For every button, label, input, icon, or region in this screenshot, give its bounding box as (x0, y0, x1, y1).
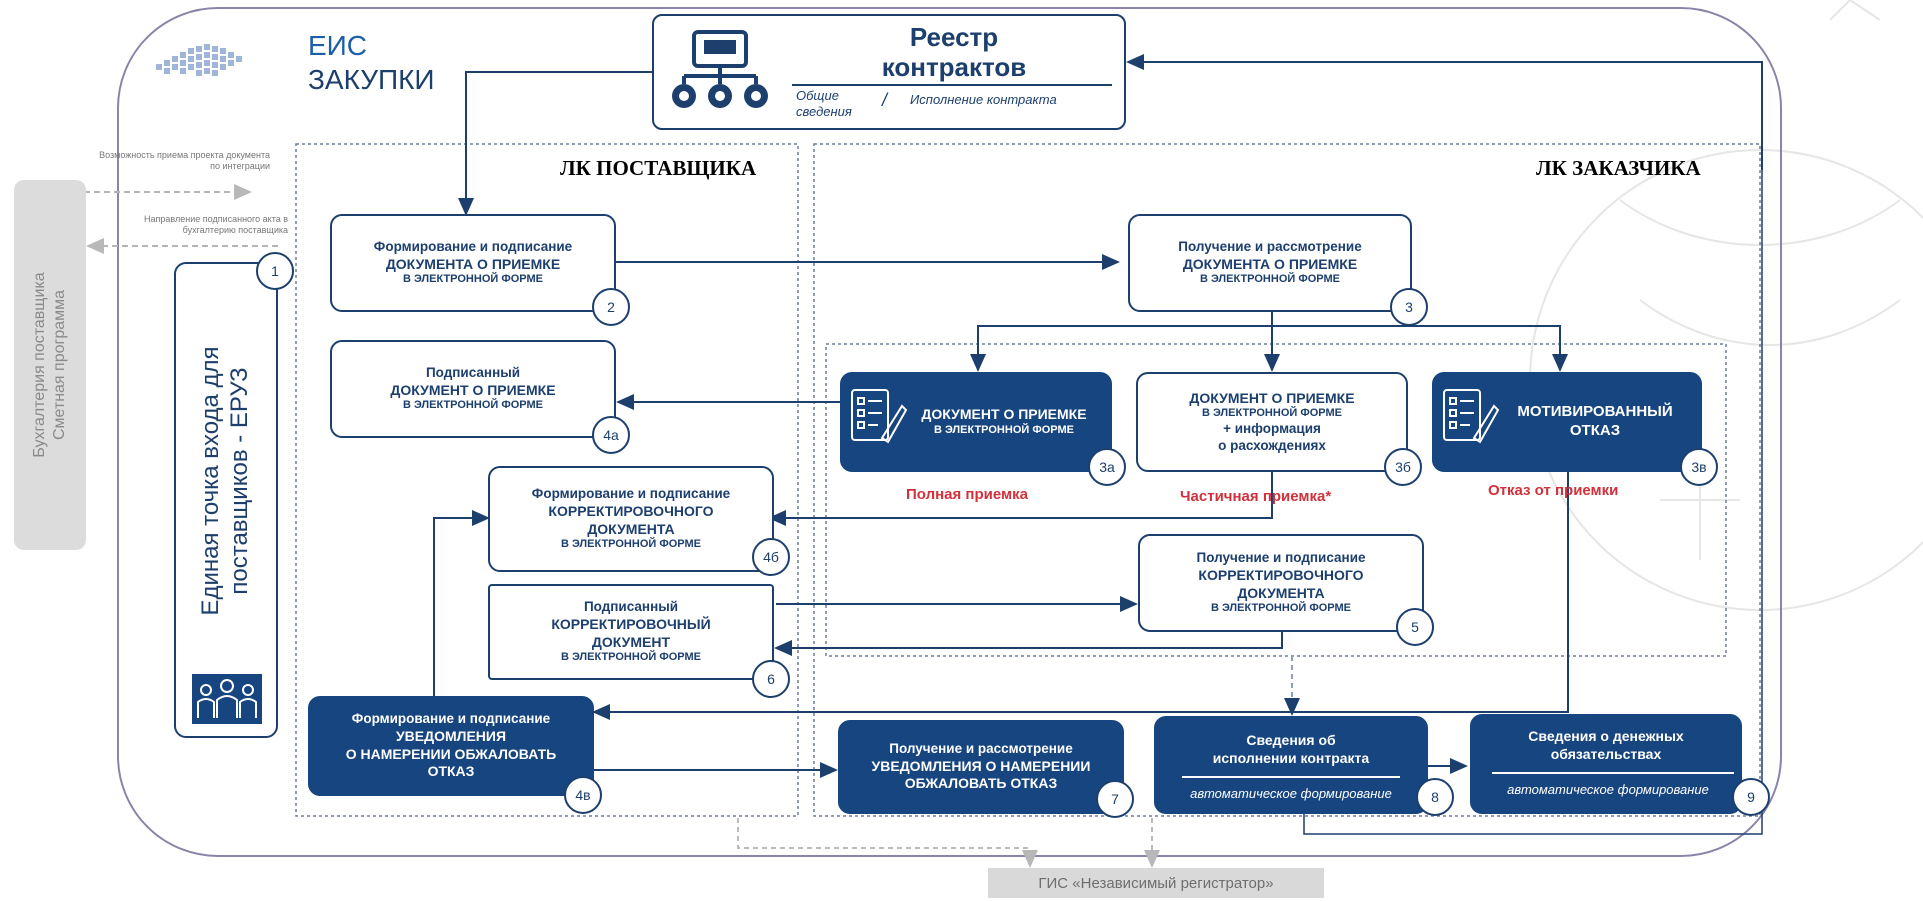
gis-label: ГИС «Независимый регистратор» (1038, 874, 1274, 892)
step-badge-3b: 3б (1384, 448, 1422, 486)
registry-icon (672, 30, 768, 108)
b3v-line2: ОТКАЗ (1569, 422, 1621, 439)
b7-line3: ОБЖАЛОВАТЬ ОТКАЗ (904, 775, 1058, 792)
b8-divider (1182, 776, 1400, 778)
b6-line4: В ЭЛЕКТРОННОЙ ФОРМЕ (561, 651, 701, 664)
sending-note: Направление подписанного акта в бухгалте… (144, 214, 288, 235)
b4v-line1: Формирование и подписание (351, 711, 551, 727)
registry-divider (792, 84, 1112, 86)
b7-line2: УВЕДОМЛЕНИЯ О НАМЕРЕНИИ (871, 757, 1091, 774)
step-8-contract-execution-info: Сведения об исполнении контракта автомат… (1154, 716, 1428, 814)
step-badge-4a: 4а (592, 416, 630, 454)
single-entry-point-label: Единая точка входа для поставщиков - ЕРУ… (197, 346, 253, 616)
b5-line1: Получение и подписание (1196, 550, 1366, 566)
customer-area-title: ЛК ЗАКАЗЧИКА (1536, 156, 1701, 180)
b3a-line2: В ЭЛЕКТРОННОЙ ФОРМЕ (934, 423, 1074, 436)
b3b-line2: В ЭЛЕКТРОННОЙ ФОРМЕ (1202, 407, 1342, 419)
gis-independent-registrar: ГИС «Независимый регистратор» (988, 868, 1324, 898)
b3-line2: ДОКУМЕНТА О ПРИЕМКЕ (1182, 255, 1358, 272)
b3b-line3: + информация (1223, 420, 1321, 436)
b3-line3: В ЭЛЕКТРОННОЙ ФОРМЕ (1200, 273, 1340, 286)
contract-registry-box: Реестр контрактов Общие сведения / Испол… (652, 14, 1126, 130)
b4a-line2: ДОКУМЕНТ О ПРИЕМКЕ (390, 381, 556, 398)
b4v-line2: УВЕДОМЛЕНИЯ (395, 728, 507, 745)
outcome-partial-acceptance: Частичная приемка* (1180, 488, 1332, 505)
supplier-accounting-panel: Бухгалтерия поставщика Сметная программа (14, 180, 86, 550)
refusal-checklist-icon (1443, 389, 1500, 444)
b4a-line3: В ЭЛЕКТРОННОЙ ФОРМЕ (403, 399, 543, 412)
outcome-full-acceptance: Полная приемка (906, 486, 1028, 503)
logo-line-2: ЗАКУПКИ (308, 64, 435, 95)
step-badge-8: 8 (1416, 778, 1454, 816)
b5-line2: КОРРЕКТИРОВОЧНОГО (1198, 567, 1364, 584)
b2-line1: Формирование и подписание (373, 238, 573, 254)
step-badge-4b: 4б (752, 538, 790, 576)
b3-line1: Получение и рассмотрение (1178, 238, 1362, 254)
b6-line1: Подписанный (583, 599, 679, 615)
step-5-receive-correction-document: Получение и подписание КОРРЕКТИРОВОЧНОГО… (1138, 534, 1424, 632)
step-2-form-acceptance-document: Формирование и подписание ДОКУМЕНТА О ПР… (330, 214, 616, 312)
registry-title-line-2: контрактов (881, 52, 1027, 82)
b2-line2: ДОКУМЕНТА О ПРИЕМКЕ (385, 255, 561, 272)
b5-line3: ДОКУМЕНТА (1237, 584, 1325, 601)
document-checklist-icon (851, 389, 908, 444)
b9-title: Сведения о денежных обязательствах (1528, 728, 1684, 762)
step-badge-6: 6 (752, 660, 790, 698)
b2-line3: В ЭЛЕКТРОННОЙ ФОРМЕ (403, 273, 543, 286)
step-badge-1: 1 (256, 252, 294, 290)
b3b-line1: ДОКУМЕНТ О ПРИЕМКЕ (1189, 389, 1355, 406)
b4b-line1: Формирование и подписание (531, 486, 731, 502)
step-3-receive-acceptance-document: Получение и рассмотрение ДОКУМЕНТА О ПРИ… (1128, 214, 1412, 312)
step-4a-signed-acceptance-document: Подписанный ДОКУМЕНТ О ПРИЕМКЕ В ЭЛЕКТРО… (330, 340, 616, 438)
supplier-accounting-label: Бухгалтерия поставщика Сметная программа (31, 272, 68, 458)
step-3v-motivated-refusal: МОТИВИРОВАННЫЙ ОТКАЗ (1432, 372, 1702, 472)
b4v-line4: ОТКАЗ (427, 763, 475, 780)
registry-title-line-1: Реестр (909, 22, 999, 52)
b5-line4: В ЭЛЕКТРОННОЙ ФОРМЕ (1211, 602, 1351, 615)
step-3a-full-acceptance-document: ДОКУМЕНТ О ПРИЕМКЕ В ЭЛЕКТРОННОЙ ФОРМЕ (840, 372, 1112, 472)
b3v-line1: МОТИВИРОВАННЫЙ (1517, 403, 1673, 421)
step-badge-3a: 3а (1088, 448, 1126, 486)
b4b-line2: КОРРЕКТИРОВОЧНОГО (548, 503, 714, 520)
b6-line2: КОРРЕКТИРОВОЧНЫЙ (551, 616, 711, 633)
step-3b-partial-acceptance-document: ДОКУМЕНТ О ПРИЕМКЕ В ЭЛЕКТРОННОЙ ФОРМЕ +… (1136, 372, 1408, 472)
b8-subtitle: автоматическое формирование (1190, 786, 1392, 801)
suppliers-group-icon (192, 674, 262, 724)
registry-separator: / (882, 90, 888, 110)
outcome-refusal: Отказ от приемки (1488, 482, 1619, 499)
b4v-line3: О НАМЕРЕНИИ ОБЖАЛОВАТЬ (345, 745, 557, 762)
b6-line3: ДОКУМЕНТ (591, 633, 671, 650)
step-7-receive-appeal-notice: Получение и рассмотрение УВЕДОМЛЕНИЯ О Н… (838, 720, 1124, 814)
b9-divider (1492, 772, 1734, 774)
logo-line-1: ЕИС (308, 30, 368, 61)
supplier-area-title: ЛК ПОСТАВЩИКА (560, 156, 757, 180)
step-9-monetary-obligations-info: Сведения о денежных обязательствах автом… (1470, 714, 1742, 814)
b4b-line4: В ЭЛЕКТРОННОЙ ФОРМЕ (561, 538, 701, 551)
b3a-line1: ДОКУМЕНТ О ПРИЕМКЕ (921, 406, 1087, 423)
b4b-line3: ДОКУМЕНТА (587, 520, 675, 537)
single-entry-point-panel: Единая точка входа для поставщиков - ЕРУ… (174, 262, 278, 738)
registry-contract-execution: Исполнение контракта (910, 92, 1057, 107)
step-badge-7: 7 (1096, 780, 1134, 818)
b7-line1: Получение и рассмотрение (889, 741, 1073, 757)
b3b-line4: о расхождениях (1218, 437, 1326, 453)
step-4v-appeal-intention-notice: Формирование и подписание УВЕДОМЛЕНИЯ О … (308, 696, 594, 796)
russia-map-icon (156, 44, 242, 76)
integration-note: Возможность приема проекта документа по … (99, 150, 270, 171)
step-badge-2: 2 (592, 288, 630, 326)
b8-title: Сведения об исполнении контракта (1212, 732, 1370, 766)
b9-subtitle: автоматическое формирование (1507, 782, 1709, 797)
step-6-signed-correction-document: Подписанный КОРРЕКТИРОВОЧНЫЙ ДОКУМЕНТ В … (488, 584, 774, 680)
step-badge-5: 5 (1396, 608, 1434, 646)
b4a-line1: Подписанный (425, 364, 521, 380)
step-4b-form-correction-document: Формирование и подписание КОРРЕКТИРОВОЧН… (488, 466, 774, 572)
eis-logo: ЕИС ЗАКУПКИ (140, 30, 470, 110)
step-badge-4v: 4в (564, 776, 602, 814)
registry-general-info: Общие сведения (796, 88, 852, 120)
step-badge-9: 9 (1732, 778, 1770, 816)
step-badge-3v: 3в (1680, 448, 1718, 486)
step-badge-3: 3 (1390, 288, 1428, 326)
